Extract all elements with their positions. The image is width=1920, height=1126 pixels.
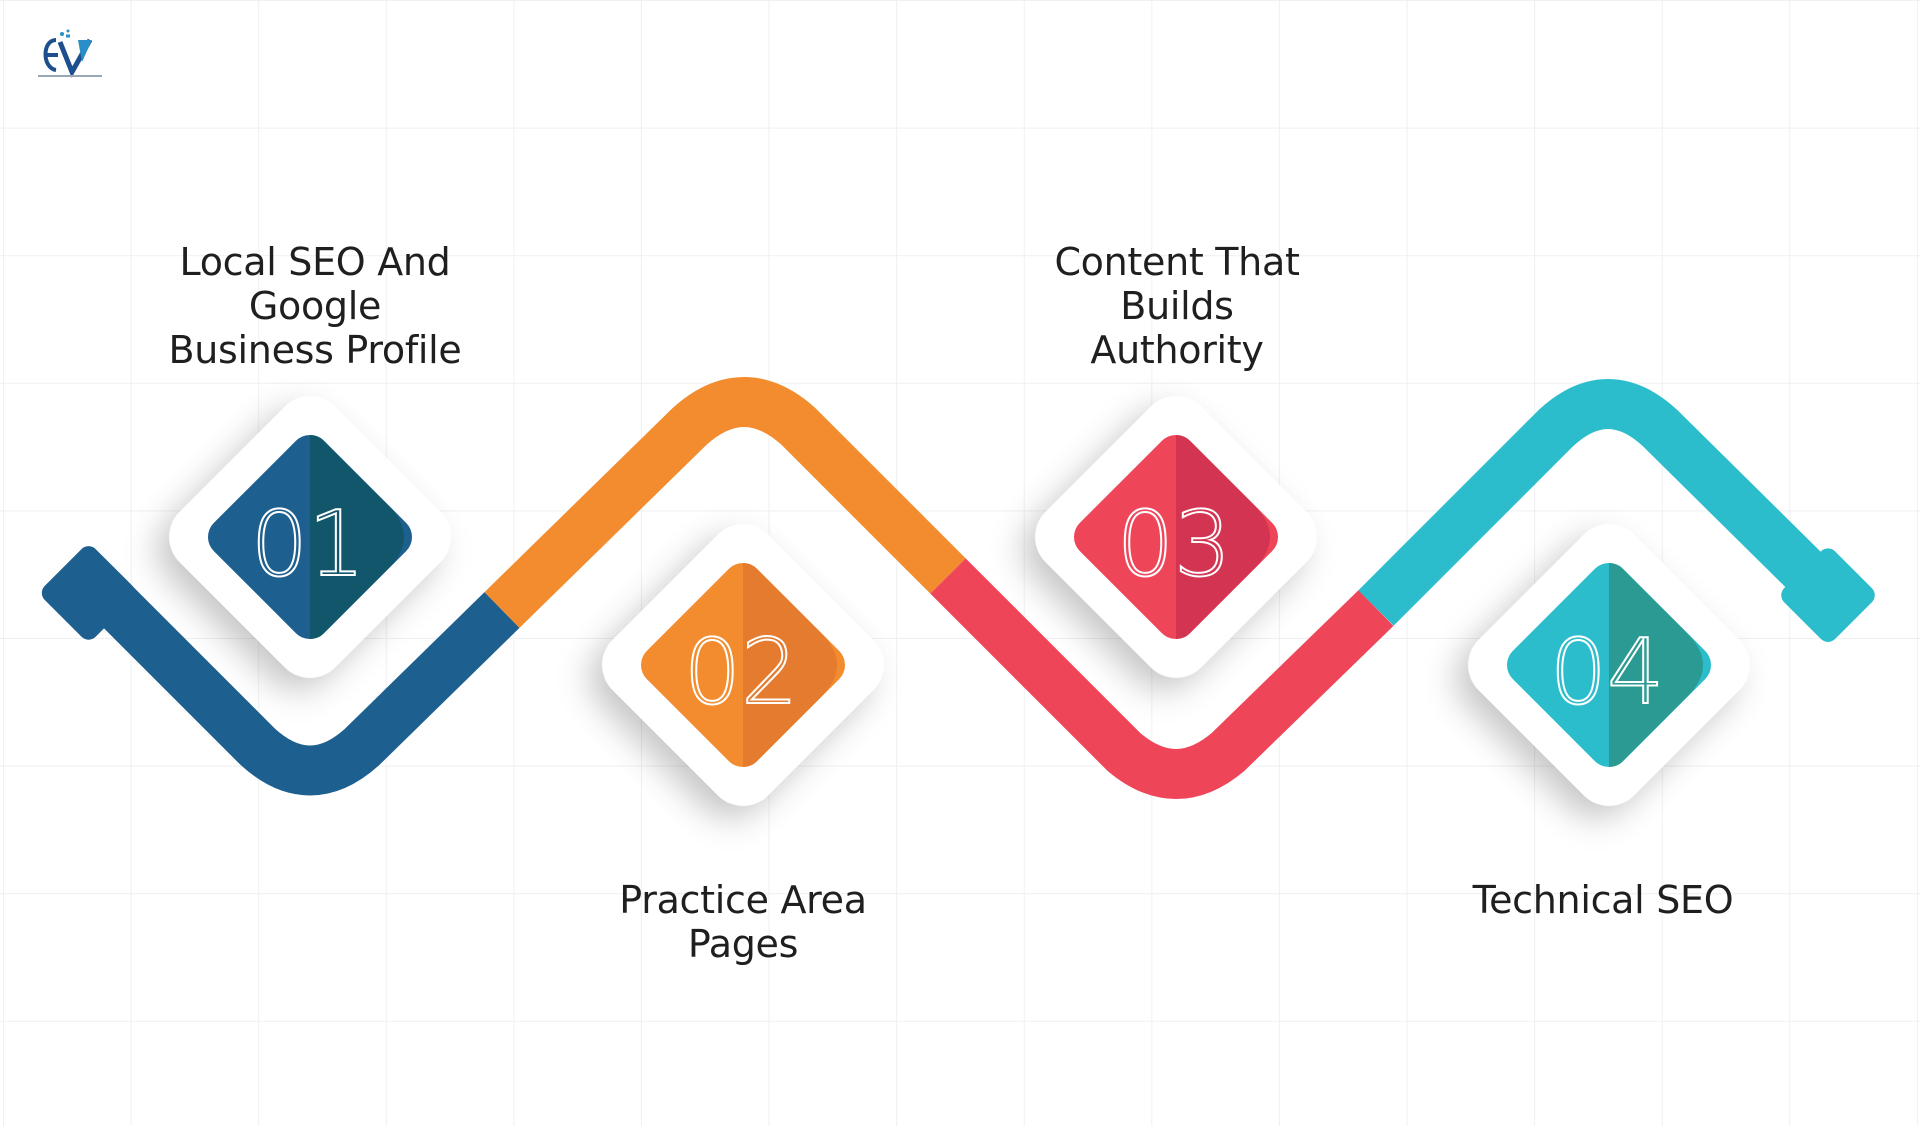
step-number-1: 01 — [251, 492, 366, 597]
path-segment-1 — [70, 559, 520, 796]
step-number-2: 02 — [684, 620, 799, 725]
step-marker-1: 01 — [169, 396, 451, 678]
path-segment-3 — [930, 558, 1394, 799]
step-marker-shade-1 — [310, 427, 404, 647]
step-label-1: Local SEO And Google Business Profile — [168, 240, 462, 372]
step-number-4: 04 — [1550, 620, 1665, 725]
step-marker-shade-2 — [743, 555, 837, 775]
path-segment-2 — [484, 377, 966, 628]
step-marker-shade-4 — [1609, 555, 1703, 775]
step-number-3: 03 — [1117, 492, 1232, 597]
step-label-4: Technical SEO — [1472, 878, 1734, 922]
step-marker-2: 02 — [602, 524, 884, 806]
process-path — [70, 377, 1852, 799]
step-marker-4: 04 — [1468, 524, 1750, 806]
path-segment-4 — [1358, 379, 1852, 626]
path-start-cap — [41, 546, 136, 640]
ev-logo-icon — [38, 29, 102, 78]
path-end-cap — [1781, 548, 1875, 642]
step-marker-shade-3 — [1176, 427, 1270, 647]
step-label-3: Content That Builds Authority — [1054, 240, 1300, 372]
step-label-2: Practice Area Pages — [619, 878, 867, 966]
step-marker-3: 03 — [1035, 396, 1317, 678]
